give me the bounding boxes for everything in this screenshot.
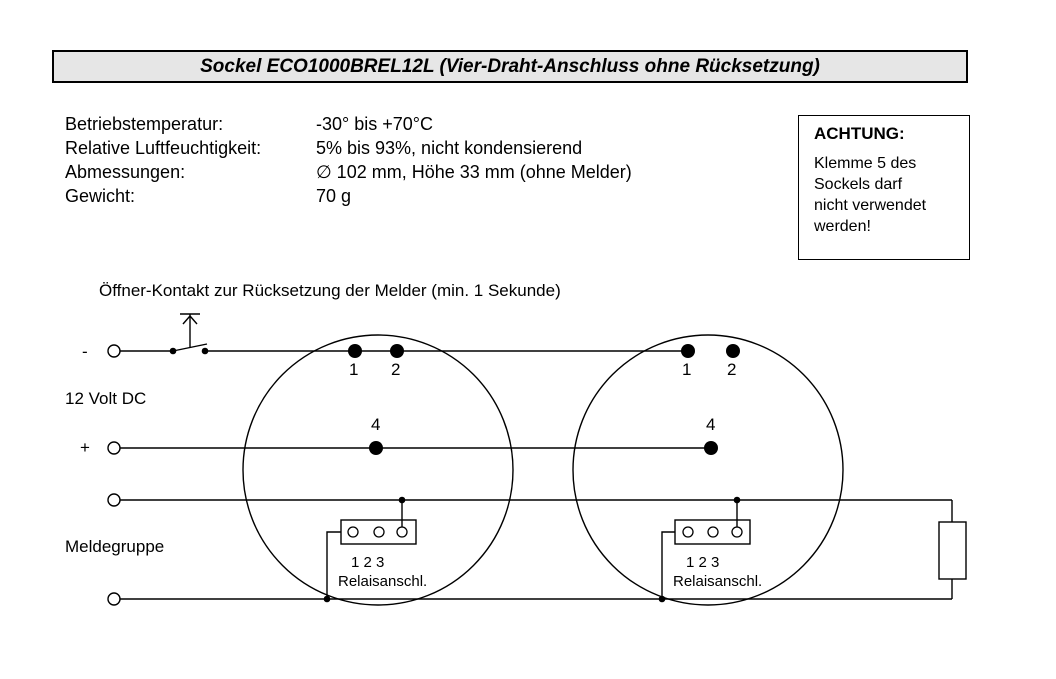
socket1-terminal-2-label: 2: [391, 360, 400, 379]
socket1-terminal-1-label: 1: [349, 360, 358, 379]
socket2-terminal-1: [681, 344, 695, 358]
spec-value: ∅ 102 mm, Höhe 33 mm (ohne Melder): [316, 162, 632, 182]
socket1-relay-terminal-2: [373, 526, 385, 538]
zone-label: Meldegruppe: [65, 537, 164, 556]
switch-blade: [172, 343, 208, 352]
socket1-relay-wire-1: [326, 531, 341, 599]
socket-circle-2: [572, 334, 844, 606]
terminal-minus: [107, 344, 121, 358]
terminal-plus: [107, 441, 121, 455]
socket1-terminal-1: [348, 344, 362, 358]
socket1-terminal-2: [390, 344, 404, 358]
spec-label: Gewicht:: [65, 186, 136, 206]
spec-value: 70 g: [316, 186, 352, 206]
warning-line: Klemme 5 des: [814, 155, 917, 172]
warning-line: nicht verwendet: [814, 197, 927, 214]
page-title: Sockel ECO1000BREL12L (Vier-Draht-Anschl…: [200, 55, 820, 77]
warning-line: werden!: [814, 218, 871, 235]
voltage-label: 12 Volt DC: [65, 389, 146, 408]
socket1-relay-terminal-1: [347, 526, 359, 538]
spec-label: Relative Luftfeuchtigkeit:: [65, 138, 262, 158]
end-of-line-resistor: [938, 521, 967, 580]
spec-value: 5% bis 93%, nicht kondensierend: [316, 138, 583, 158]
switch-caption: Öffner-Kontakt zur Rücksetzung der Melde…: [99, 281, 561, 300]
socket2-terminal-4-label: 4: [706, 415, 715, 434]
title-bar: Sockel ECO1000BREL12L (Vier-Draht-Anschl…: [52, 50, 968, 83]
minus-sign: -: [82, 342, 88, 361]
terminal-zone-b: [107, 592, 121, 606]
socket-circle-1: [242, 334, 514, 606]
socket2-terminal-1-label: 1: [682, 360, 691, 379]
socket2-terminal-2-label: 2: [727, 360, 736, 379]
warning-box: ACHTUNG: Klemme 5 des Sockels darf nicht…: [798, 115, 970, 260]
socket2-terminal-2: [726, 344, 740, 358]
socket2-relay-terminal-2: [707, 526, 719, 538]
plus-sign: +: [80, 438, 90, 457]
socket1-terminal-4: [369, 441, 383, 455]
socket1-relay-numbers: 1 2 3: [351, 554, 384, 571]
socket2-terminal-4: [704, 441, 718, 455]
spec-label: Abmessungen:: [65, 162, 186, 182]
terminal-zone-a: [107, 493, 121, 507]
spec-row-weight: Gewicht: 70 g: [65, 184, 632, 208]
socket2-relay-numbers: 1 2 3: [686, 554, 719, 571]
spec-label: Betriebstemperatur:: [65, 114, 224, 134]
spec-value: -30° bis +70°C: [316, 114, 433, 134]
socket2-relay-terminal-3: [731, 526, 743, 538]
socket1-relay-label: Relaisanschl.: [338, 573, 427, 590]
socket2-relay-wire-1: [661, 531, 675, 599]
warning-line: Sockels darf: [814, 176, 903, 193]
spec-row-dimensions: Abmessungen: ∅ 102 mm, Höhe 33 mm (ohne …: [65, 160, 632, 184]
warning-title: ACHTUNG:: [814, 124, 905, 143]
spec-list: Betriebstemperatur: -30° bis +70°C Relat…: [65, 112, 632, 208]
switch-arrow-icon: [182, 314, 198, 325]
socket2-relay-terminal-1: [682, 526, 694, 538]
spec-row-temperature: Betriebstemperatur: -30° bis +70°C: [65, 112, 632, 136]
socket1-terminal-4-label: 4: [371, 415, 380, 434]
socket2-relay-label: Relaisanschl.: [673, 573, 762, 590]
spec-row-humidity: Relative Luftfeuchtigkeit: 5% bis 93%, n…: [65, 136, 632, 160]
socket1-relay-terminal-3: [396, 526, 408, 538]
